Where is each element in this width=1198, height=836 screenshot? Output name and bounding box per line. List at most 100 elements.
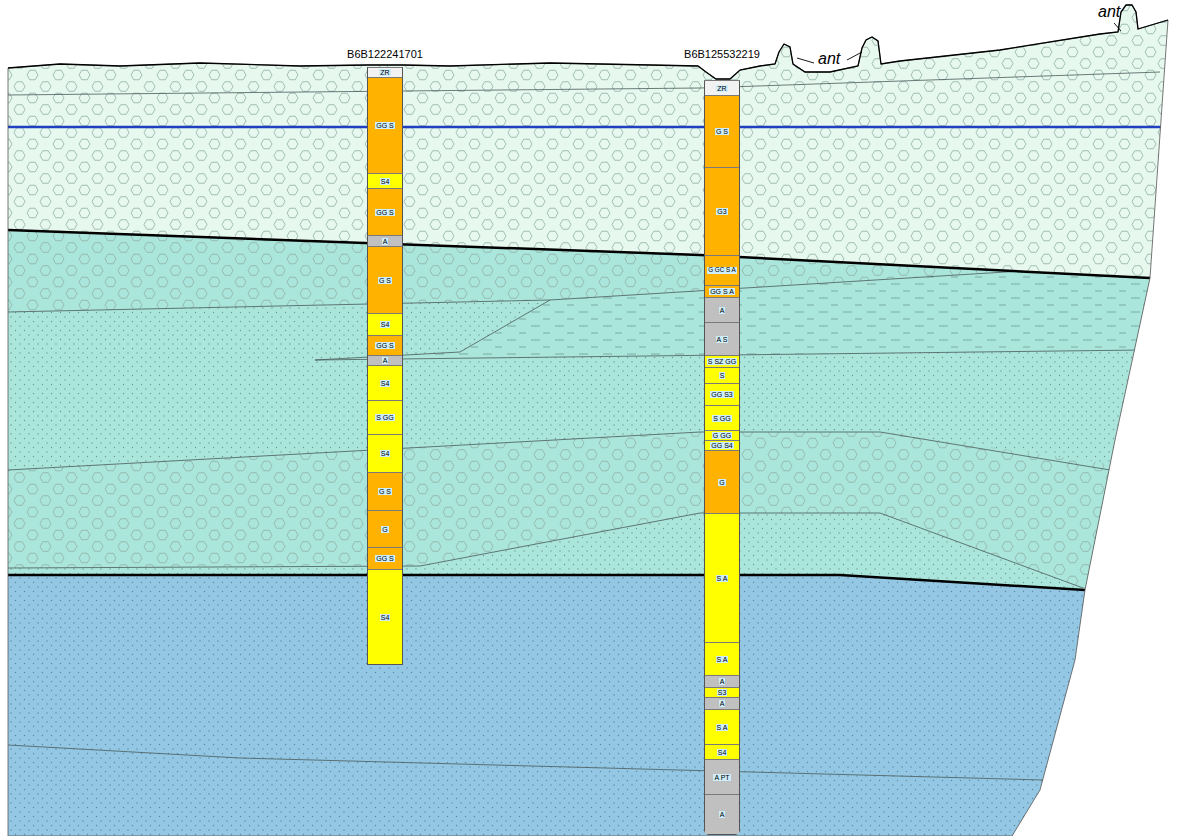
soil-layer: G GG (705, 430, 739, 440)
fill-label: ant (1098, 4, 1120, 20)
borehole-id: B6B122241701 (347, 48, 423, 61)
soil-layer: S4 (368, 569, 402, 664)
clay-lens-pattern (315, 271, 1198, 360)
soil-code: A S (716, 336, 729, 343)
soil-code: G S (378, 277, 392, 284)
soil-layer: S A (705, 513, 739, 642)
soil-layer: GG S A (705, 285, 739, 297)
soil-layer: GG S (368, 335, 402, 355)
soil-code: G S (715, 128, 729, 135)
layer-boundary (8, 745, 1043, 780)
soil-code: ZR (379, 69, 390, 76)
soil-code: GG S (375, 209, 395, 216)
soil-code: S4 (380, 450, 391, 457)
soil-layer: S4 (368, 173, 402, 188)
soil-layer: S4 (368, 365, 402, 400)
soil-code: A (719, 700, 726, 707)
soil-code: S4 (717, 749, 728, 756)
soil-code: A (382, 238, 389, 245)
fill-label: ant (818, 51, 840, 67)
soil-layer: A S (705, 322, 739, 355)
soil-code: GG S (375, 122, 395, 129)
soil-code: GG S A (709, 288, 735, 295)
soil-layer: A (368, 235, 402, 246)
soil-layer: ZR (368, 67, 402, 77)
ground-surface (8, 5, 1168, 79)
groundwater-table (8, 126, 1170, 129)
soil-code: G3 (716, 208, 727, 215)
layer-boundary (8, 72, 1160, 95)
soil-code: S SZ GG (707, 358, 737, 365)
soil-code: GG S3 (710, 391, 733, 398)
soil-code: S A (716, 575, 729, 582)
soil-layer: GG S3 (705, 383, 739, 405)
layer-boundary (8, 432, 1110, 470)
soil-code: GG S4 (710, 442, 733, 449)
soil-code: S4 (380, 380, 391, 387)
soil-layer: G (368, 510, 402, 547)
layer-boundary (8, 271, 1022, 312)
soil-code: S A (716, 724, 729, 731)
soil-layer: S4 (368, 434, 402, 472)
soil-layer: G GC S A (705, 255, 739, 285)
soil-layer: GG S (368, 188, 402, 235)
borehole-column: B6B125532219ZRG SG3G GC S AGG S AAA SS S… (704, 80, 740, 835)
soil-layer: ZR (705, 80, 739, 95)
soil-layer: GG S (368, 77, 402, 173)
soil-code: GG S (375, 342, 395, 349)
soil-code: GG S (375, 555, 395, 562)
soil-code: S GG (712, 415, 732, 422)
gravel-lens-pattern (0, 432, 1198, 600)
leader-line (1114, 23, 1121, 31)
deep-sand-layer-pattern (0, 575, 1198, 836)
soil-layer: A (705, 297, 739, 322)
soil-code: A (719, 307, 726, 314)
borehole-id: B6B125532219 (684, 48, 760, 61)
soil-code: S A (716, 656, 729, 663)
soil-layer: S A (705, 709, 739, 744)
soil-layer: GG S4 (705, 440, 739, 450)
soil-layer: A (705, 675, 739, 687)
soil-layer: S SZ GG (705, 355, 739, 367)
soil-code: S4 (380, 614, 391, 621)
soil-code: A (382, 357, 389, 364)
section-outline (8, 5, 1168, 836)
soil-layer: S4 (368, 313, 402, 335)
soil-layer: G (705, 450, 739, 513)
leader-line (847, 52, 862, 60)
soil-code: S4 (380, 321, 391, 328)
soil-layer: S A (705, 642, 739, 675)
soil-layer: A (368, 355, 402, 365)
soil-layer: S4 (705, 744, 739, 759)
gravel-lens (0, 432, 1198, 600)
layer-boundary (8, 513, 1083, 588)
unit-boundary (8, 575, 1085, 590)
soil-layer: G S (368, 246, 402, 313)
soil-code: S (719, 372, 726, 379)
soil-code: ZR (716, 85, 727, 92)
clay-lens (315, 271, 1198, 360)
layer-boundary (315, 300, 550, 360)
soil-code: A (719, 811, 726, 818)
soil-layer: G S (705, 95, 739, 167)
soil-layer: S GG (368, 400, 402, 434)
soil-layer: A (705, 794, 739, 834)
soil-layer: A (705, 697, 739, 709)
soil-code: A PT (713, 774, 730, 781)
soil-code: G GC S A (707, 267, 737, 273)
soil-layer: A PT (705, 759, 739, 794)
leader-line (797, 58, 814, 63)
soil-code: G (381, 526, 388, 533)
unit-boundary (8, 230, 1150, 278)
soil-layer: G3 (705, 167, 739, 255)
soil-code: S4 (380, 178, 391, 185)
borehole-column: B6B122241701ZRGG SS4GG SAG SS4GG SAS4S G… (367, 67, 403, 665)
soil-layer: S (705, 367, 739, 383)
soil-code: G (718, 479, 725, 486)
soil-layer: G S (368, 472, 402, 510)
soil-layer: S GG (705, 405, 739, 430)
soil-code: G GG (712, 432, 732, 439)
